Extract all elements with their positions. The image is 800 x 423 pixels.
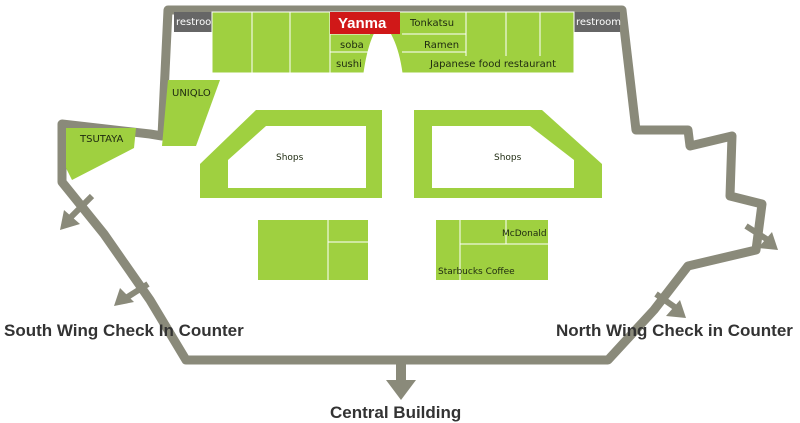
starbucks-label: Starbucks Coffee	[438, 267, 515, 277]
uniqlo-label: UNIQLO	[172, 88, 211, 99]
restroom-right-box	[574, 12, 620, 32]
building-wall	[57, 5, 767, 365]
restroom-left-box	[174, 12, 212, 32]
tonkatsu-label: Tonkatsu	[409, 18, 454, 29]
south-wing-label: South Wing Check In Counter	[4, 321, 244, 340]
yanma-box[interactable]	[330, 12, 400, 34]
shops-left-block[interactable]	[200, 110, 382, 198]
sushi-label: sushi	[336, 59, 362, 70]
lower-right-dividers	[459, 220, 548, 280]
yanma-label: Yanma	[338, 15, 387, 32]
restroom-left-label: restroom	[176, 17, 221, 28]
japanese-food-label: Japanese food restaurant	[429, 59, 556, 70]
lower-left-dividers	[327, 220, 368, 280]
arrow-down-right-icon	[744, 223, 778, 250]
arrow-down-icon	[386, 358, 416, 400]
lower-right-block[interactable]	[436, 220, 548, 280]
soba-label: soba	[340, 40, 364, 51]
arrow-down-right-icon	[654, 291, 686, 318]
arrow-down-left-icon	[60, 193, 95, 230]
tsutaya-label: TSUTAYA	[79, 134, 124, 145]
tsutaya-store[interactable]	[66, 128, 136, 180]
arrow-down-left-icon	[114, 281, 150, 306]
mcdonald-label: McDonald	[502, 229, 547, 239]
shops-left-label: Shops	[276, 153, 304, 163]
uniqlo-store[interactable]	[162, 80, 220, 146]
restroom-right-label: restroom	[576, 17, 621, 28]
ramen-label: Ramen	[424, 40, 459, 51]
shops-right-block[interactable]	[414, 110, 602, 198]
north-wing-label: North Wing Check in Counter	[556, 321, 793, 340]
lower-left-block[interactable]	[258, 220, 368, 280]
central-building-label: Central Building	[330, 403, 461, 422]
shops-right-label: Shops	[494, 153, 522, 163]
